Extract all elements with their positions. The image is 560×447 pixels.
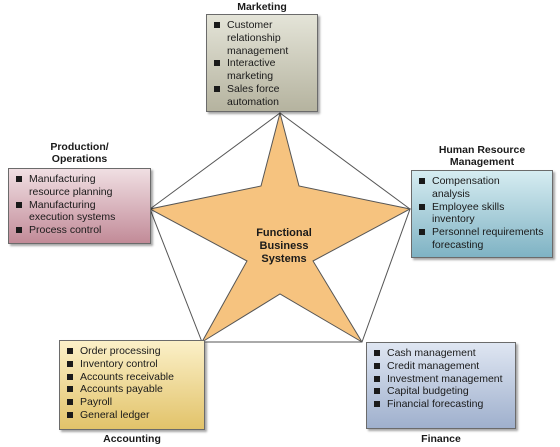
bullet-icon — [374, 401, 380, 408]
pentagon-outline — [149, 112, 411, 343]
bullet-icon — [419, 203, 425, 210]
center-label: Functional Business Systems — [240, 227, 328, 266]
bullet-icon — [67, 386, 73, 393]
bullet-icon — [67, 399, 73, 406]
hr-title-line: Management — [449, 156, 515, 168]
center-star — [148, 111, 412, 344]
bullet-icon — [214, 60, 220, 67]
bullet-icon — [374, 388, 380, 395]
accounting-box: Order processing Inventory control Accou… — [59, 340, 205, 430]
production-title: Production/ Operations — [8, 141, 151, 165]
accounting-title: Accounting — [103, 433, 161, 445]
bullet-icon — [16, 227, 22, 234]
bullet-icon — [214, 22, 220, 28]
hr-title-line: Human Resource — [438, 144, 526, 156]
list-item: Process control — [16, 224, 144, 237]
bullet-icon — [67, 360, 73, 367]
list-item: Payroll — [67, 396, 198, 409]
bullet-icon — [16, 201, 22, 208]
bullet-icon — [214, 85, 220, 92]
marketing-title: Marketing — [237, 1, 287, 13]
production-title-line: Production/ — [50, 141, 109, 153]
bullet-icon — [374, 350, 380, 356]
bullet-icon — [67, 373, 73, 380]
center-label-line: Functional — [256, 227, 312, 239]
bullet-icon — [16, 176, 22, 182]
bullet-icon — [419, 178, 425, 184]
bullet-icon — [374, 362, 380, 369]
bullet-icon — [67, 411, 73, 418]
hr-title: Human Resource Management — [411, 144, 553, 168]
finance-box: Cash management Credit management Invest… — [366, 342, 516, 429]
list-item: Accounts payable — [67, 383, 198, 396]
center-label-line: Business — [259, 240, 309, 252]
list-item: Capital budgeting — [374, 385, 509, 398]
list-item: Order processing — [67, 345, 198, 358]
list-item: Cash management — [374, 347, 509, 360]
list-item: Accounts receivable — [67, 371, 198, 384]
finance-title: Finance — [421, 433, 461, 445]
list-item: Investment management — [374, 373, 509, 386]
bullet-icon — [67, 348, 73, 354]
bullet-icon — [374, 375, 380, 382]
center-label-line: Systems — [261, 253, 307, 265]
production-title-line: Operations — [51, 153, 108, 165]
bullet-icon — [419, 229, 425, 236]
list-item: Financial forecasting — [374, 398, 509, 411]
list-item: Inventory control — [67, 358, 198, 371]
list-item: Credit management — [374, 360, 509, 373]
list-item: General ledger — [67, 409, 198, 422]
